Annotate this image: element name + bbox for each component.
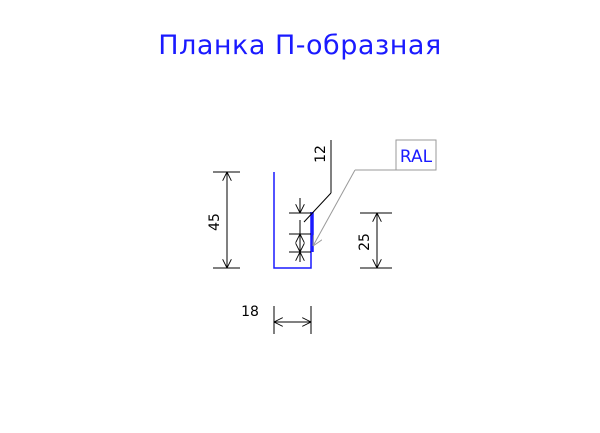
drawing-title: Планка П-образная [158, 30, 442, 61]
dimension-height-total: 45 [207, 171, 240, 269]
ral-box [395, 139, 437, 171]
dimension-width-bottom: 18 [241, 304, 312, 334]
dimension-height-inner-label: 25 [357, 233, 373, 251]
ral-label: RAL [400, 147, 433, 167]
dimension-width-bottom-label: 18 [241, 304, 259, 320]
u-profile-outline [273, 172, 312, 269]
dimension-height-inner: 25 [357, 212, 392, 269]
dimension-hem: 12 [289, 140, 332, 262]
u-profile [273, 172, 314, 269]
dimension-height-total-label: 45 [207, 213, 223, 231]
ral-callout: RAL [313, 139, 437, 246]
dimension-hem-label: 12 [313, 145, 329, 163]
ral-leader-arrow [313, 169, 356, 246]
